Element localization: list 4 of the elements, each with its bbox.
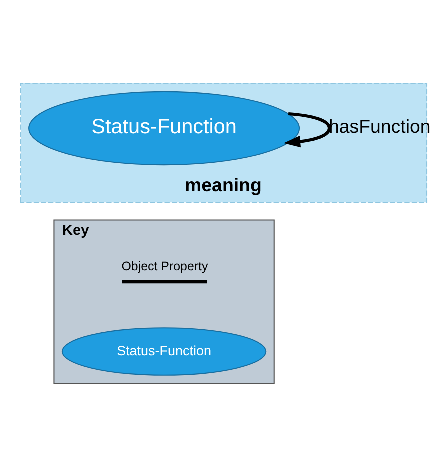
arrow bbox=[284, 112, 332, 148]
edge-label: hasFunction bbox=[328, 116, 431, 137]
legend-label: Object Property bbox=[122, 259, 208, 274]
node-ellipse: Status-Function bbox=[62, 327, 267, 376]
